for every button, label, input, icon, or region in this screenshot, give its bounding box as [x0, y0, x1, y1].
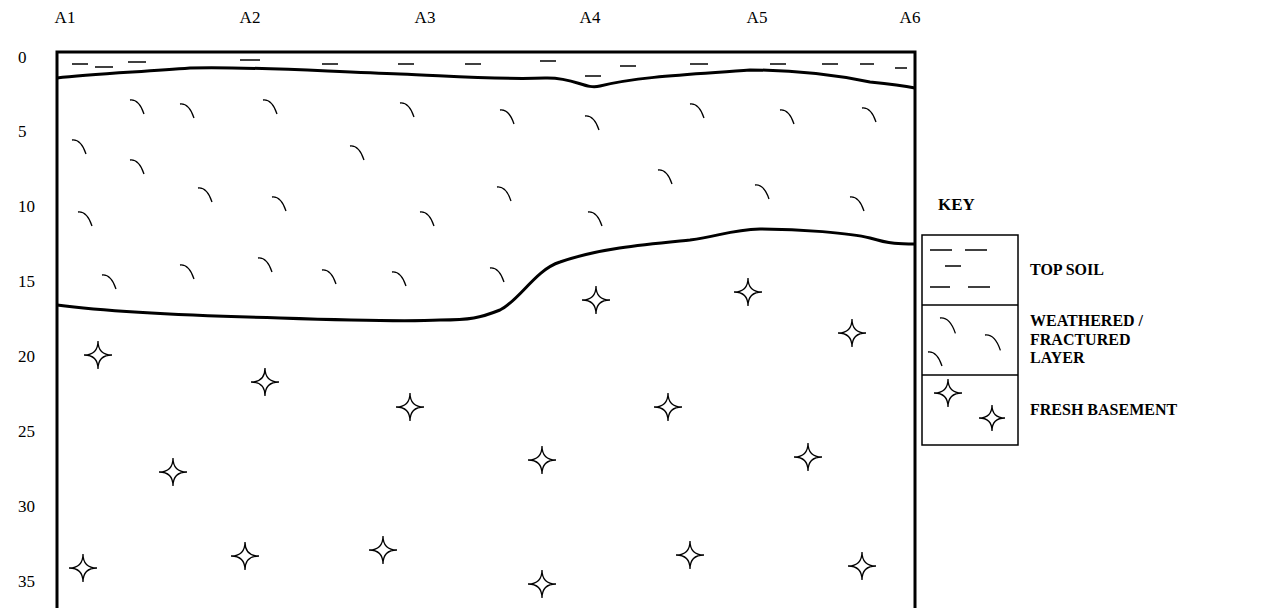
basement-boundary	[57, 229, 915, 321]
basement-mark	[251, 368, 279, 396]
section-frame	[57, 52, 915, 608]
soil-dash	[945, 265, 961, 267]
basement-mark	[159, 458, 187, 486]
basement-mark	[838, 319, 866, 347]
legend-title: KEY	[938, 195, 975, 215]
depth-tick: 0	[18, 48, 27, 68]
basement-mark	[979, 405, 1005, 431]
basement-mark	[84, 341, 112, 369]
soil-dash	[930, 249, 952, 251]
soil-dash	[322, 63, 338, 65]
soil-dash	[240, 59, 260, 61]
basement-mark	[654, 393, 682, 421]
weathered-mark	[180, 265, 194, 279]
topsoil-boundary	[57, 68, 915, 88]
weathered-mark	[497, 187, 511, 201]
weathered-mark	[690, 104, 704, 118]
weathered-mark	[940, 318, 955, 333]
soil-dash	[895, 67, 907, 69]
weathered-mark	[755, 185, 769, 199]
soil-dash	[95, 66, 113, 68]
soil-dash	[930, 286, 950, 288]
basement-mark	[794, 443, 822, 471]
legend-box	[922, 235, 1018, 445]
legend-label: FRESH BASEMENT	[1030, 401, 1180, 419]
weathered-mark	[78, 212, 92, 226]
legend-label: WEATHERED / FRACTURED LAYER	[1030, 312, 1180, 367]
depth-tick: 25	[18, 422, 35, 442]
soil-dash	[585, 75, 601, 77]
weathered-mark	[130, 160, 144, 174]
legend-label: TOP SOIL	[1030, 261, 1180, 279]
weathered-mark	[928, 352, 942, 366]
weathered-mark	[272, 197, 286, 211]
weathered-mark	[658, 170, 672, 184]
weathered-mark	[588, 212, 602, 226]
weathered-mark	[102, 275, 116, 289]
weathered-mark	[130, 100, 144, 114]
soil-dash	[860, 63, 874, 65]
soil-dash	[965, 249, 987, 251]
borehole-label: A6	[900, 8, 921, 28]
basement-mark	[396, 393, 424, 421]
soil-dash	[398, 63, 414, 65]
basement-mark	[231, 542, 259, 570]
depth-tick: 20	[18, 347, 35, 367]
depth-tick: 35	[18, 572, 35, 592]
weathered-mark	[198, 188, 212, 202]
basement-mark	[676, 541, 704, 569]
depth-tick: 10	[18, 197, 35, 217]
layer-symbols	[69, 60, 907, 598]
soil-dash	[620, 65, 636, 67]
depth-tick: 15	[18, 272, 35, 292]
soil-dash	[128, 61, 146, 63]
basement-mark	[734, 278, 762, 306]
soil-dash	[690, 63, 708, 65]
weathered-mark	[500, 110, 514, 124]
soil-dash	[822, 63, 838, 65]
borehole-label: A5	[747, 8, 768, 28]
weathered-mark	[350, 146, 364, 160]
weathered-mark	[263, 100, 277, 114]
weathered-mark	[72, 140, 86, 154]
basement-mark	[848, 552, 876, 580]
soil-dash	[968, 286, 990, 288]
legend-samples	[928, 250, 1005, 431]
soil-dash	[72, 63, 88, 65]
weathered-mark	[490, 268, 504, 282]
basement-mark	[369, 536, 397, 564]
basement-mark	[528, 446, 556, 474]
depth-tick: 30	[18, 497, 35, 517]
soil-dash	[540, 60, 556, 62]
basement-mark	[582, 286, 610, 314]
weathered-mark	[392, 272, 406, 286]
borehole-label: A3	[415, 8, 436, 28]
weathered-mark	[322, 270, 336, 284]
soil-dash	[465, 63, 481, 65]
borehole-label: A1	[55, 8, 76, 28]
weathered-mark	[985, 335, 1000, 350]
basement-mark	[69, 554, 97, 582]
depth-tick: 5	[18, 122, 27, 142]
weathered-mark	[850, 197, 864, 211]
weathered-mark	[585, 116, 599, 130]
weathered-mark	[258, 258, 272, 272]
weathered-mark	[862, 108, 876, 122]
weathered-mark	[780, 110, 794, 124]
soil-dash	[770, 63, 786, 65]
weathered-mark	[420, 212, 434, 226]
weathered-mark	[400, 103, 414, 117]
basement-mark	[934, 379, 962, 407]
borehole-label: A2	[240, 8, 261, 28]
basement-mark	[528, 570, 556, 598]
borehole-label: A4	[580, 8, 601, 28]
weathered-mark	[180, 104, 194, 118]
